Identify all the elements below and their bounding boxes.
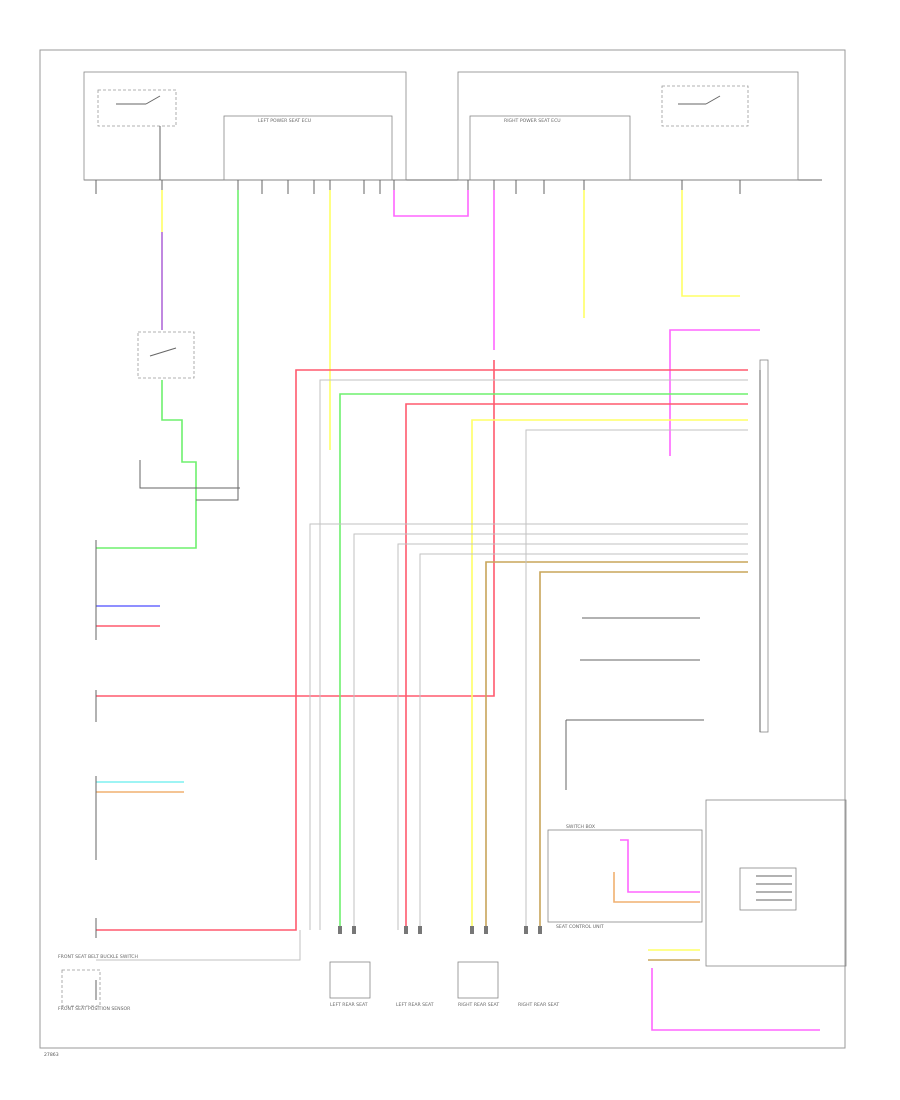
pin-mark-3 xyxy=(418,926,422,934)
wire-red-main xyxy=(96,369,748,931)
wire-red-3 xyxy=(96,360,495,697)
wire-yellow-hook xyxy=(681,190,740,297)
top-left-switch-box xyxy=(97,89,177,127)
switch-lever-r xyxy=(705,95,721,105)
bottom-sensors: LEFT REAR SEAT RIGHT REAR SEAT LEFT REAR… xyxy=(329,961,559,1008)
gray-wire-2 xyxy=(525,429,748,930)
right-seat-ecu-label: RIGHT POWER SEAT ECU xyxy=(504,118,561,124)
left-bottom-box xyxy=(61,969,101,1007)
left-seat-ecu-box xyxy=(223,115,393,181)
colored-wires xyxy=(96,190,820,1031)
diagram-frame xyxy=(39,49,846,1049)
bottom-pin-marks xyxy=(338,926,542,934)
switch-lever xyxy=(145,95,161,105)
gray-wire-5 xyxy=(397,543,748,930)
wire-green-big xyxy=(339,393,748,930)
wire-green-left xyxy=(96,380,197,549)
sensor-left-rear-a xyxy=(329,961,371,999)
bottom-right-switch-box xyxy=(547,829,703,923)
sensor-right-rear-a-label: RIGHT REAR SEAT xyxy=(458,1002,499,1008)
wire-pink-br1 xyxy=(620,839,700,893)
top-left-unit: LEFT POWER SEAT ECU xyxy=(83,71,407,181)
pin-mark-5 xyxy=(484,926,488,934)
sensor-right-rear-b-label: RIGHT REAR SEAT xyxy=(518,1002,559,1008)
right-seat-ecu-box xyxy=(469,115,631,181)
black-wire-2 xyxy=(139,460,240,489)
pin-mark-2 xyxy=(404,926,408,934)
wire-tan-2 xyxy=(539,571,748,930)
front-sensor-a-label: FRONT SEAT BELT BUCKLE SWITCH xyxy=(58,954,138,960)
bottom-right-unit: SEAT CONTROL UNIT xyxy=(547,617,847,967)
sensor-left-rear-a-label: LEFT REAR SEAT xyxy=(330,1002,368,1008)
pin-mark-7 xyxy=(538,926,542,934)
switch-box-label: SWITCH BOX xyxy=(566,824,595,830)
middle-switch xyxy=(137,331,195,379)
left-seat-ecu-label: LEFT POWER SEAT ECU xyxy=(258,118,311,124)
wire-pink-br2 xyxy=(651,968,820,1031)
right-connector xyxy=(759,359,769,733)
top-right-unit: RIGHT POWER SEAT ECU xyxy=(457,71,799,181)
middle-switch-box xyxy=(137,331,195,379)
gray-wire-6 xyxy=(419,553,748,930)
right-connector-body xyxy=(759,359,769,733)
sensor-right-rear-a xyxy=(457,961,499,999)
front-sensor-b-label: FRONT SEAT POSITION SENSOR xyxy=(58,1006,131,1012)
top-right-switch-box xyxy=(661,85,749,127)
wire-orange-br xyxy=(613,872,700,903)
bottom-right-inner xyxy=(739,867,797,911)
corner-mark: 27863 xyxy=(44,1052,59,1058)
pin-mark-0 xyxy=(338,926,342,934)
bottom-right-unit-box xyxy=(705,799,847,967)
pin-mark-4 xyxy=(470,926,474,934)
gray-wires xyxy=(96,379,748,961)
gray-wire-7 xyxy=(96,930,301,961)
pin-mark-6 xyxy=(524,926,528,934)
wire-pink-right xyxy=(669,329,760,456)
sensor-left-rear-b-label: LEFT REAR SEAT xyxy=(396,1002,434,1008)
wire-tan-1 xyxy=(485,561,748,930)
black-wire-1 xyxy=(196,460,239,501)
middle-switch-lever xyxy=(149,347,177,357)
gray-wire-1 xyxy=(319,379,748,930)
left-connector xyxy=(61,540,101,1007)
pin-mark-1 xyxy=(352,926,356,934)
wire-red-2 xyxy=(405,403,748,930)
gray-wire-4 xyxy=(353,533,748,930)
rail-stubs xyxy=(95,180,741,194)
gray-wire-3 xyxy=(309,523,748,930)
wire-pink-top xyxy=(393,190,469,217)
bottom-right-label: SEAT CONTROL UNIT xyxy=(556,924,604,930)
wire-yellow-big xyxy=(471,419,748,930)
